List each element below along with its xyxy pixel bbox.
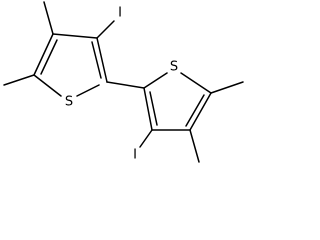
bond-c5p-c4p-inner [185,94,205,127]
sulfur-atom-2: S [170,60,178,75]
iodine-atom-2: I [133,148,137,163]
bond-c4-methyl [43,1,54,35]
bond-c3p-iodine [139,129,153,148]
bond-c5p-c4p [189,92,212,131]
bond-c3-c4 [52,33,98,39]
bond-s1-c2 [76,84,100,97]
bond-c3-iodine [96,20,115,39]
bond-c4-c5 [33,33,54,76]
bond-c3p-c2p [143,87,153,131]
thiophene-ring-2: S I [133,60,244,163]
iodine-atom-1: I [118,6,122,21]
chemical-structure: S I S I [3,1,244,163]
bond-c5-methyl [3,74,35,86]
bond-c4p-methyl [189,129,200,163]
bond-s1p-c5p [180,72,212,94]
bond-c2p-s1p [143,72,168,89]
sulfur-atom-1: S [65,95,73,110]
bond-c4-c5-inner [40,39,58,75]
bond-c2-c3-inner [91,41,102,79]
bond-c5-s1 [33,74,62,97]
thiophene-ring-1: S I [3,1,122,110]
bond-inter-ring [106,81,145,89]
bond-c3p-c2p-inner [149,91,158,126]
bond-c2-c3 [96,37,108,83]
bond-c5p-methyl [210,81,244,94]
